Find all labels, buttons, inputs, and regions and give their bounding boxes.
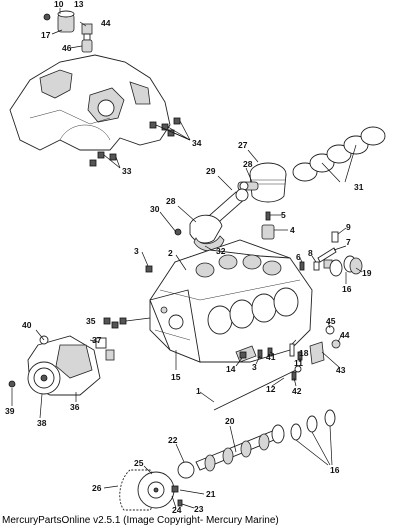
- sensor-and-fitting-parts: [261, 211, 339, 271]
- front-cover-bolts: [103, 265, 153, 329]
- cam-bearings: [290, 409, 336, 466]
- engine-block: [149, 239, 313, 363]
- rear-block-casting: [9, 54, 171, 151]
- callout-42: 42: [292, 386, 302, 396]
- copyright-footer: MercuryPartsOnline v2.5.1 (Image Copyrig…: [2, 515, 279, 526]
- callout-16: 16: [342, 284, 352, 294]
- water-pump-assembly: [8, 329, 115, 396]
- callout-41: 41: [266, 352, 276, 362]
- callout-31: 31: [354, 182, 364, 192]
- callout-26: 26: [92, 483, 102, 493]
- callout-9: 9: [346, 222, 351, 232]
- callout-29: 29: [206, 166, 216, 176]
- rear-block-bolts: [89, 117, 191, 169]
- timing-set: [119, 461, 195, 511]
- callout-8: 8: [308, 248, 313, 258]
- callout-12: 12: [266, 384, 276, 394]
- callout-37: 37: [92, 335, 102, 345]
- callout-24: 24: [172, 505, 182, 515]
- callout-35: 35: [86, 316, 96, 326]
- callout-7: 7: [346, 237, 351, 247]
- callout-4: 4: [290, 225, 295, 235]
- callout-13: 13: [74, 0, 84, 9]
- camshaft: [195, 424, 285, 472]
- callout-3: 3: [252, 362, 257, 372]
- callout-27: 27: [238, 140, 248, 150]
- callout-43: 43: [336, 365, 346, 375]
- callout-2: 2: [168, 248, 173, 258]
- callout-28: 28: [166, 196, 176, 206]
- connecting-rod: [174, 188, 249, 252]
- callout-33: 33: [122, 166, 132, 176]
- callout-19: 19: [362, 268, 372, 278]
- callout-39: 39: [5, 406, 15, 416]
- callout-1: 1: [196, 386, 201, 396]
- callout-5: 5: [281, 210, 286, 220]
- callout-16: 16: [330, 465, 340, 475]
- oil-pressure-fitting-parts: [43, 10, 93, 53]
- callout-leaders: [11, 8, 363, 509]
- callout-14: 14: [226, 364, 236, 374]
- callout-15: 15: [171, 372, 181, 382]
- callout-17: 17: [41, 30, 51, 40]
- callout-46: 46: [62, 43, 72, 53]
- callout-18: 18: [299, 348, 309, 358]
- callout-25: 25: [134, 458, 144, 468]
- callout-22: 22: [168, 435, 178, 445]
- callout-21: 21: [206, 489, 216, 499]
- callout-44: 44: [101, 18, 111, 28]
- callout-30: 30: [150, 204, 160, 214]
- callout-36: 36: [70, 402, 80, 412]
- block-lower-fittings: [239, 349, 263, 359]
- callout-32: 32: [216, 246, 226, 256]
- callout-11: 11: [294, 358, 303, 368]
- callout-38: 38: [37, 418, 47, 428]
- callout-3: 3: [134, 246, 139, 256]
- callout-34: 34: [192, 138, 202, 148]
- callout-23: 23: [194, 504, 204, 514]
- piston-assembly: [237, 162, 287, 203]
- callout-45: 45: [326, 316, 336, 326]
- callout-20: 20: [225, 416, 235, 426]
- right-side-fittings: [267, 325, 341, 381]
- callout-44: 44: [340, 330, 350, 340]
- callout-6: 6: [296, 252, 301, 262]
- piston-ring-set: [292, 126, 386, 183]
- dipstick-tube: [213, 365, 302, 411]
- callout-28: 28: [243, 159, 253, 169]
- core-plugs-right: [329, 255, 363, 277]
- callout-40: 40: [22, 320, 32, 330]
- callout-10: 10: [54, 0, 64, 9]
- callout-labels: 10 13 17 44 46 34 33 27 28 29 31 30 28 3…: [5, 0, 372, 515]
